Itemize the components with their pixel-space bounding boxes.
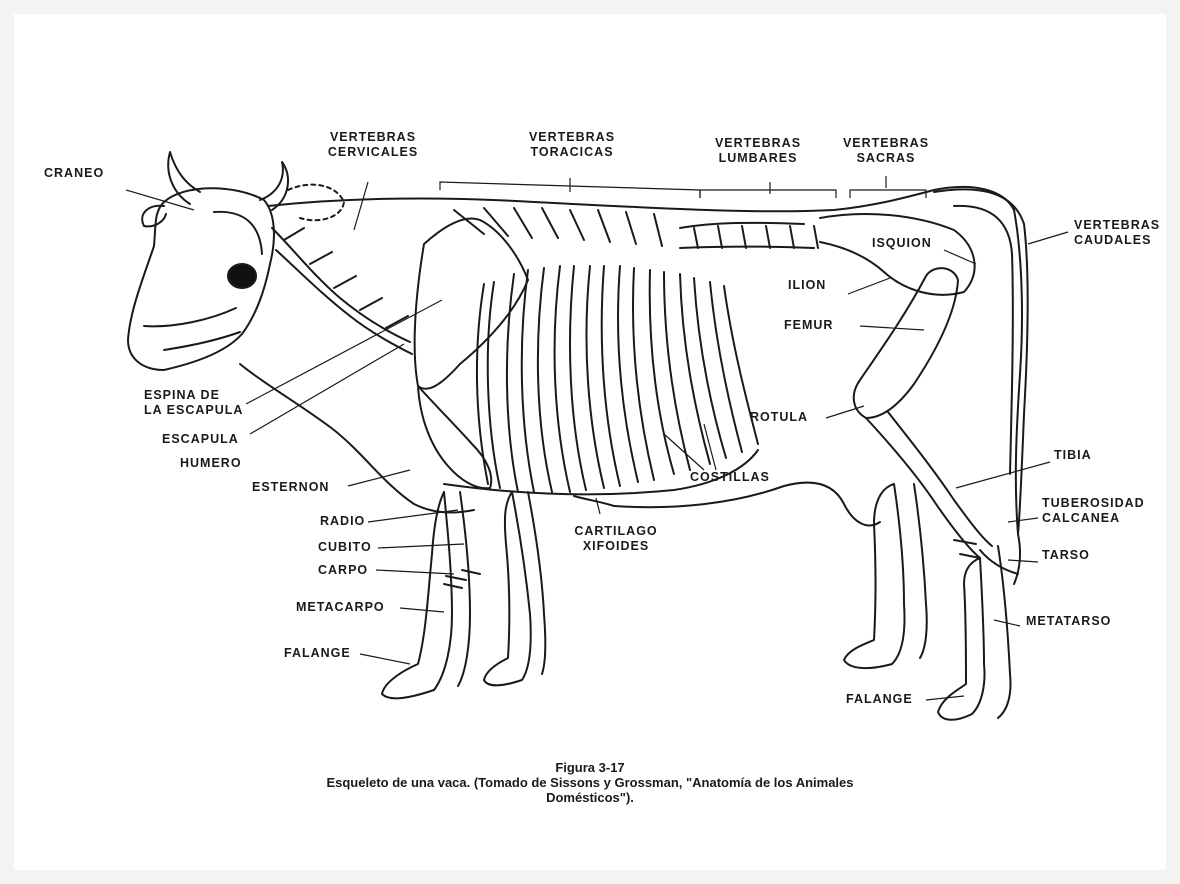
label-tuberosidad-calcanea: TUBEROSIDAD CALCANEA: [1042, 496, 1145, 526]
label-espina-escapula: ESPINA DE LA ESCAPULA: [144, 388, 243, 418]
leader-tarso: [1008, 560, 1038, 562]
label-costillas: COSTILLAS: [690, 470, 770, 485]
label-falange-fore: FALANGE: [284, 646, 351, 661]
label-metacarpo: METACARPO: [296, 600, 385, 615]
leader-tibia: [956, 462, 1050, 488]
hindleg-rear: [938, 558, 985, 720]
label-line: VERTEBRAS: [516, 130, 628, 145]
leader-ilion: [848, 278, 890, 294]
label-escapula: ESCAPULA: [162, 432, 239, 447]
label-line: LA ESCAPULA: [144, 403, 243, 418]
leader-carpo: [376, 570, 454, 574]
label-line: CAUDALES: [1074, 233, 1160, 248]
label-carpo: CARPO: [318, 563, 368, 578]
caption-description: Esqueleto de una vaca. (Tomado de Sisson…: [14, 775, 1166, 790]
tibia: [866, 418, 980, 558]
label-line: VERTEBRAS: [706, 136, 810, 151]
leader-vert-cerv: [354, 182, 368, 230]
leader-vert-cau: [1028, 232, 1068, 244]
label-line: ESPINA DE: [144, 388, 243, 403]
label-radio: RADIO: [320, 514, 365, 529]
leader-radio: [368, 510, 458, 522]
label-cartilago-xifoides: CARTILAGO XIFOIDES: [566, 524, 666, 554]
label-vertebras-cervicales: VERTEBRAS CERVICALES: [318, 130, 428, 160]
label-line: VERTEBRAS: [1074, 218, 1160, 233]
label-humero: HUMERO: [180, 456, 242, 471]
label-vertebras-caudales: VERTEBRAS CAUDALES: [1074, 218, 1160, 248]
label-vertebras-toracicas: VERTEBRAS TORACICAS: [516, 130, 628, 160]
caption-source: Domésticos").: [14, 790, 1166, 805]
label-rotula: ROTULA: [750, 410, 808, 425]
leader-femur: [860, 326, 924, 330]
caption-figure-number: Figura 3-17: [14, 760, 1166, 775]
label-ilion: ILION: [788, 278, 826, 293]
label-line: TUBEROSIDAD: [1042, 496, 1145, 511]
figure-caption: Figura 3-17 Esqueleto de una vaca. (Toma…: [14, 760, 1166, 805]
leader-cubito: [378, 544, 464, 548]
femur: [854, 268, 958, 418]
label-line: CERVICALES: [318, 145, 428, 160]
label-line: CALCANEA: [1042, 511, 1145, 526]
foreleg-front: [382, 492, 452, 698]
leader-espina: [246, 300, 442, 404]
label-falange-hind: FALANGE: [846, 692, 913, 707]
label-line: VERTEBRAS: [318, 130, 428, 145]
label-craneo: CRANEO: [44, 166, 104, 181]
label-isquion: ISQUION: [872, 236, 932, 251]
label-line: CARTILAGO: [566, 524, 666, 539]
label-metatarso: METATARSO: [1026, 614, 1111, 629]
label-tibia: TIBIA: [1054, 448, 1092, 463]
label-vertebras-sacras: VERTEBRAS SACRAS: [834, 136, 938, 166]
label-line: VERTEBRAS: [834, 136, 938, 151]
figure-page: CRANEO VERTEBRAS CERVICALES VERTEBRAS TO…: [14, 14, 1166, 870]
label-esternon: ESTERNON: [252, 480, 329, 495]
leader-cartilago: [596, 498, 600, 514]
leader-metacarpo: [400, 608, 444, 612]
label-femur: FEMUR: [784, 318, 833, 333]
label-line: SACRAS: [834, 151, 938, 166]
label-tarso: TARSO: [1042, 548, 1090, 563]
label-cubito: CUBITO: [318, 540, 372, 555]
label-line: LUMBARES: [706, 151, 810, 166]
label-vertebras-lumbares: VERTEBRAS LUMBARES: [706, 136, 810, 166]
pelvis: [820, 214, 975, 295]
cow-skeleton-illustration: [14, 14, 1166, 754]
tail: [934, 189, 1028, 534]
label-line: XIFOIDES: [566, 539, 666, 554]
leader-falange-fore: [360, 654, 410, 664]
label-line: TORACICAS: [516, 145, 628, 160]
horn-right: [260, 162, 288, 210]
leader-tuberosidad: [1008, 518, 1038, 522]
